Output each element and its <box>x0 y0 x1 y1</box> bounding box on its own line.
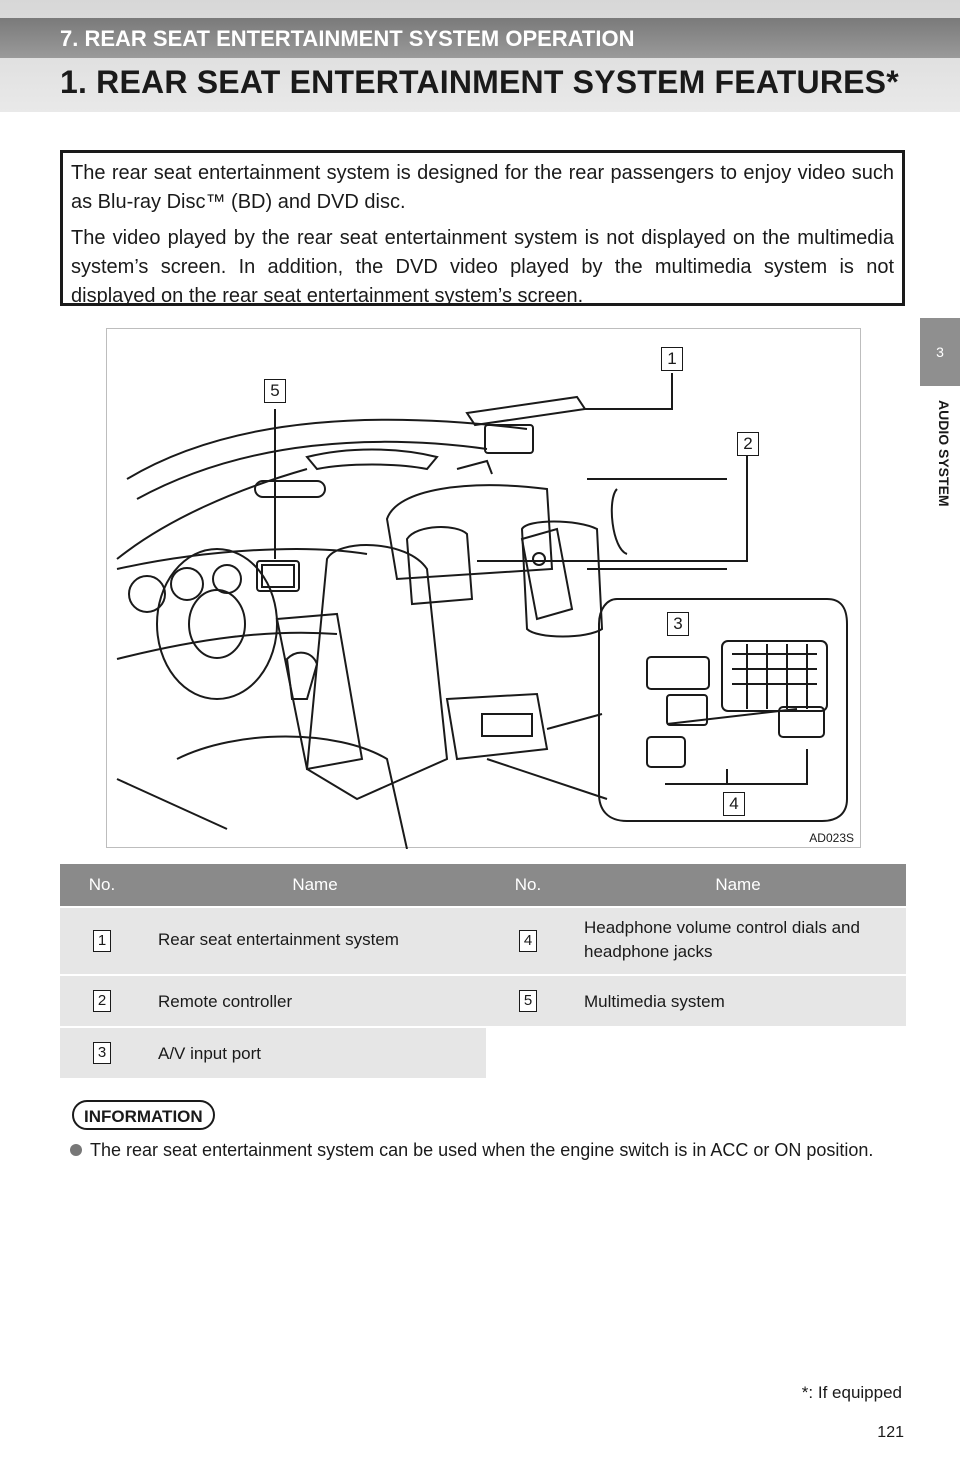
chapter-number-tab[interactable]: 3 <box>920 318 960 386</box>
chapter-label-text: AUDIO SYSTEM <box>936 400 952 507</box>
empty-cell <box>486 1028 570 1078</box>
information-text: The rear seat entertainment system can b… <box>90 1140 874 1160</box>
part-number: 1 <box>93 930 111 952</box>
part-name: A/V input port <box>144 1028 486 1078</box>
callout-1: 1 <box>661 347 683 371</box>
page-number: 121 <box>877 1424 904 1441</box>
chapter-label: AUDIO SYSTEM <box>926 400 954 560</box>
intro-paragraph: The video played by the rear seat entert… <box>71 227 894 307</box>
header-name: Name <box>144 864 486 906</box>
part-name: Remote controller <box>144 976 486 1026</box>
part-number-cell: 3 <box>60 1028 144 1078</box>
interior-line-drawing <box>116 373 848 849</box>
figure-code: AD023S <box>809 831 854 845</box>
header-name: Name <box>570 864 906 906</box>
intro-paragraph: The rear seat entertainment system is de… <box>71 162 894 213</box>
part-number: 2 <box>93 990 111 1012</box>
callout-2: 2 <box>737 432 759 456</box>
intro-box: The rear seat entertainment system is de… <box>60 150 905 307</box>
callout-5: 5 <box>264 379 286 403</box>
part-name: Rear seat entertainment system <box>144 908 486 974</box>
part-number-cell: 2 <box>60 976 144 1026</box>
page-heading: 1. REAR SEAT ENTERTAINMENT SYSTEM FEATUR… <box>60 64 899 100</box>
part-name: Headphone volume control dials and headp… <box>570 908 906 974</box>
table-row: 2 Remote controller 5 Multimedia system <box>60 976 906 1026</box>
header-no: No. <box>60 864 144 906</box>
vehicle-interior-illustration: 1 2 3 4 5 AD023S <box>106 328 861 849</box>
bullet-icon <box>70 1144 82 1156</box>
section-title: 7. REAR SEAT ENTERTAINMENT SYSTEM OPERAT… <box>60 26 635 51</box>
table-row: 1 Rear seat entertainment system 4 Headp… <box>60 908 906 974</box>
callout-4: 4 <box>723 792 745 816</box>
table-row: 3 A/V input port <box>60 1028 906 1078</box>
part-number: 4 <box>519 930 537 952</box>
information-item: The rear seat entertainment system can b… <box>70 1138 900 1162</box>
parts-table: No. Name No. Name 1 Rear seat entertainm… <box>60 862 906 1080</box>
part-number: 5 <box>519 990 537 1012</box>
part-number-cell: 1 <box>60 908 144 974</box>
part-number: 3 <box>93 1042 111 1064</box>
part-name: Multimedia system <box>570 976 906 1026</box>
part-number-cell: 4 <box>486 908 570 974</box>
parts-table-header: No. Name No. Name <box>60 864 906 906</box>
header-no: No. <box>486 864 570 906</box>
section-title-bar: 7. REAR SEAT ENTERTAINMENT SYSTEM OPERAT… <box>0 18 960 58</box>
empty-cell <box>570 1028 906 1078</box>
information-badge: INFORMATION <box>72 1100 215 1130</box>
callout-3: 3 <box>667 612 689 636</box>
part-number-cell: 5 <box>486 976 570 1026</box>
footnote: *: If equipped <box>801 1383 902 1402</box>
